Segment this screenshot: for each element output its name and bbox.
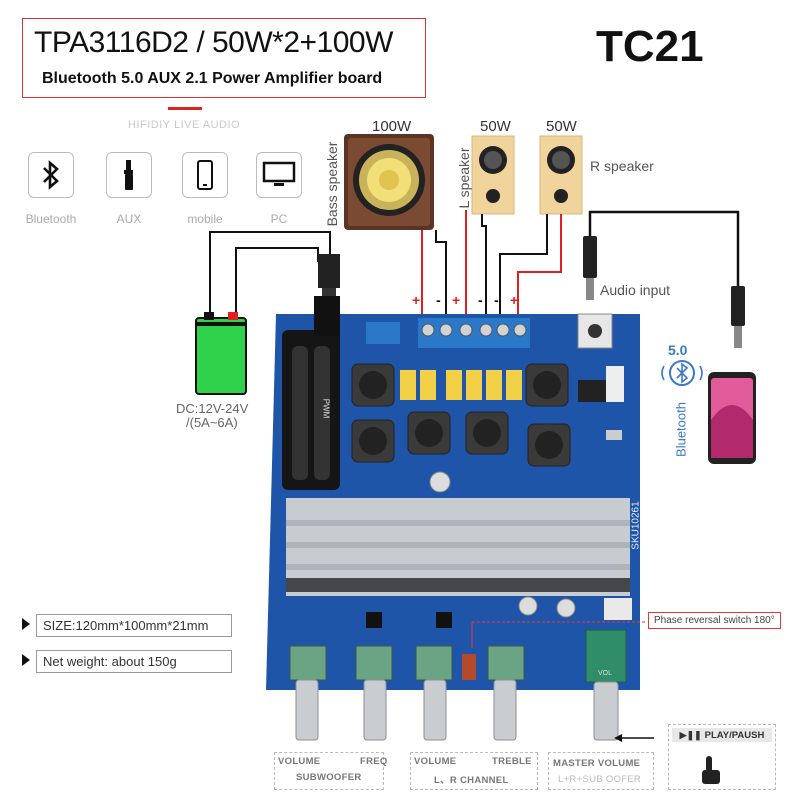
hand-press-icon: [702, 756, 720, 784]
source-label-pc: PC: [270, 212, 288, 226]
weight-spec: Net weight: about 150g: [36, 650, 232, 673]
bass-speaker-image: [344, 134, 434, 230]
board-vol: VOL: [598, 670, 613, 677]
power-spec-line1: DC:12V-24V: [176, 401, 249, 416]
product-subtitle: Bluetooth 5.0 AUX 2.1 Power Amplifier bo…: [42, 70, 383, 87]
sub-freq-label: FREQ: [360, 756, 388, 767]
bass-power-label: 100W: [372, 118, 412, 135]
right-speaker-label: R speaker: [590, 158, 654, 174]
play-pause-label-bar: ▶❚❚ PLAY/PAUSH: [672, 728, 772, 742]
bass-speaker-label: Bass speaker: [324, 141, 340, 227]
brand-accent-bar: [168, 107, 202, 110]
source-label-bluetooth: Bluetooth: [25, 212, 77, 226]
power-spec: DC:12V-24V /(5A~6A): [176, 402, 248, 430]
source-label-mobile: mobile: [187, 212, 223, 226]
source-mobile: [182, 152, 228, 198]
knob-shafts: [295, 679, 619, 741]
aux-plug-image: [583, 236, 745, 348]
audio-input-label: Audio input: [600, 282, 671, 298]
polarity-mark: -: [478, 292, 483, 308]
phase-switch-callout: Phase reversal switch 180°: [648, 612, 781, 629]
lr-treble-label: TREBLE: [492, 756, 532, 767]
mobile-icon: [182, 152, 228, 198]
bullet-icon: [22, 654, 30, 666]
polarity-mark: +: [412, 292, 421, 308]
model-number: TC21: [596, 22, 704, 71]
subwoofer-group-label: SUBWOOFER: [296, 772, 362, 783]
product-title: TPA3116D2 / 50W*2+100W: [34, 26, 393, 59]
play-pause-box: [668, 724, 776, 790]
source-bluetooth: [28, 152, 74, 198]
master-volume-label: MASTER VOLUME: [553, 758, 641, 769]
polarity-mark: +: [452, 292, 461, 308]
lr-channel-label-group: [410, 752, 538, 790]
board-sku: SKU10261: [630, 501, 642, 550]
bluetooth-badge-icon: [661, 360, 703, 386]
title-frame: [22, 18, 426, 98]
polarity-mark: -: [494, 292, 499, 308]
size-spec: SIZE:120mm*100mm*21mm: [36, 614, 232, 637]
subwoofer-label-group: [274, 752, 384, 790]
board-pwm: PWM: [321, 398, 331, 419]
battery-icon: [195, 312, 247, 395]
master-label-group: [548, 752, 654, 790]
play-pause-label: PLAY/PAUSH: [704, 729, 765, 741]
left-power-label: 50W: [480, 118, 511, 135]
amplifier-pcb-image: [266, 296, 640, 690]
polarity-mark: +: [510, 292, 519, 308]
bluetooth-label: Bluetooth: [673, 402, 689, 457]
left-speaker-image: [471, 135, 515, 215]
lr-group-label: L、R CHANNEL: [434, 775, 509, 786]
bluetooth-icon: [28, 152, 74, 198]
right-power-label: 50W: [546, 118, 577, 135]
sub-volume-label: VOLUME: [278, 756, 321, 767]
polarity-mark: -: [436, 292, 441, 308]
lr-volume-label: VOLUME: [414, 756, 457, 767]
right-speaker-image: [539, 135, 583, 215]
source-pc: [256, 152, 302, 198]
phone-image: [708, 372, 756, 464]
source-label-aux: AUX: [116, 212, 142, 226]
brand-watermark: HIFIDIY LIVE AUDIO: [128, 119, 241, 131]
left-speaker-label: L speaker: [456, 147, 472, 209]
play-pause-icon: ▶❚❚: [679, 729, 702, 740]
bullet-icon: [22, 618, 30, 630]
bluetooth-version: 5.0: [668, 342, 688, 358]
power-spec-line2: /(5A~6A): [186, 415, 238, 430]
monitor-icon: [256, 152, 302, 198]
source-aux: [106, 152, 152, 198]
aux-jack-icon: [106, 152, 152, 198]
master-sub-label: L+R+SUB OOFER: [558, 774, 642, 785]
